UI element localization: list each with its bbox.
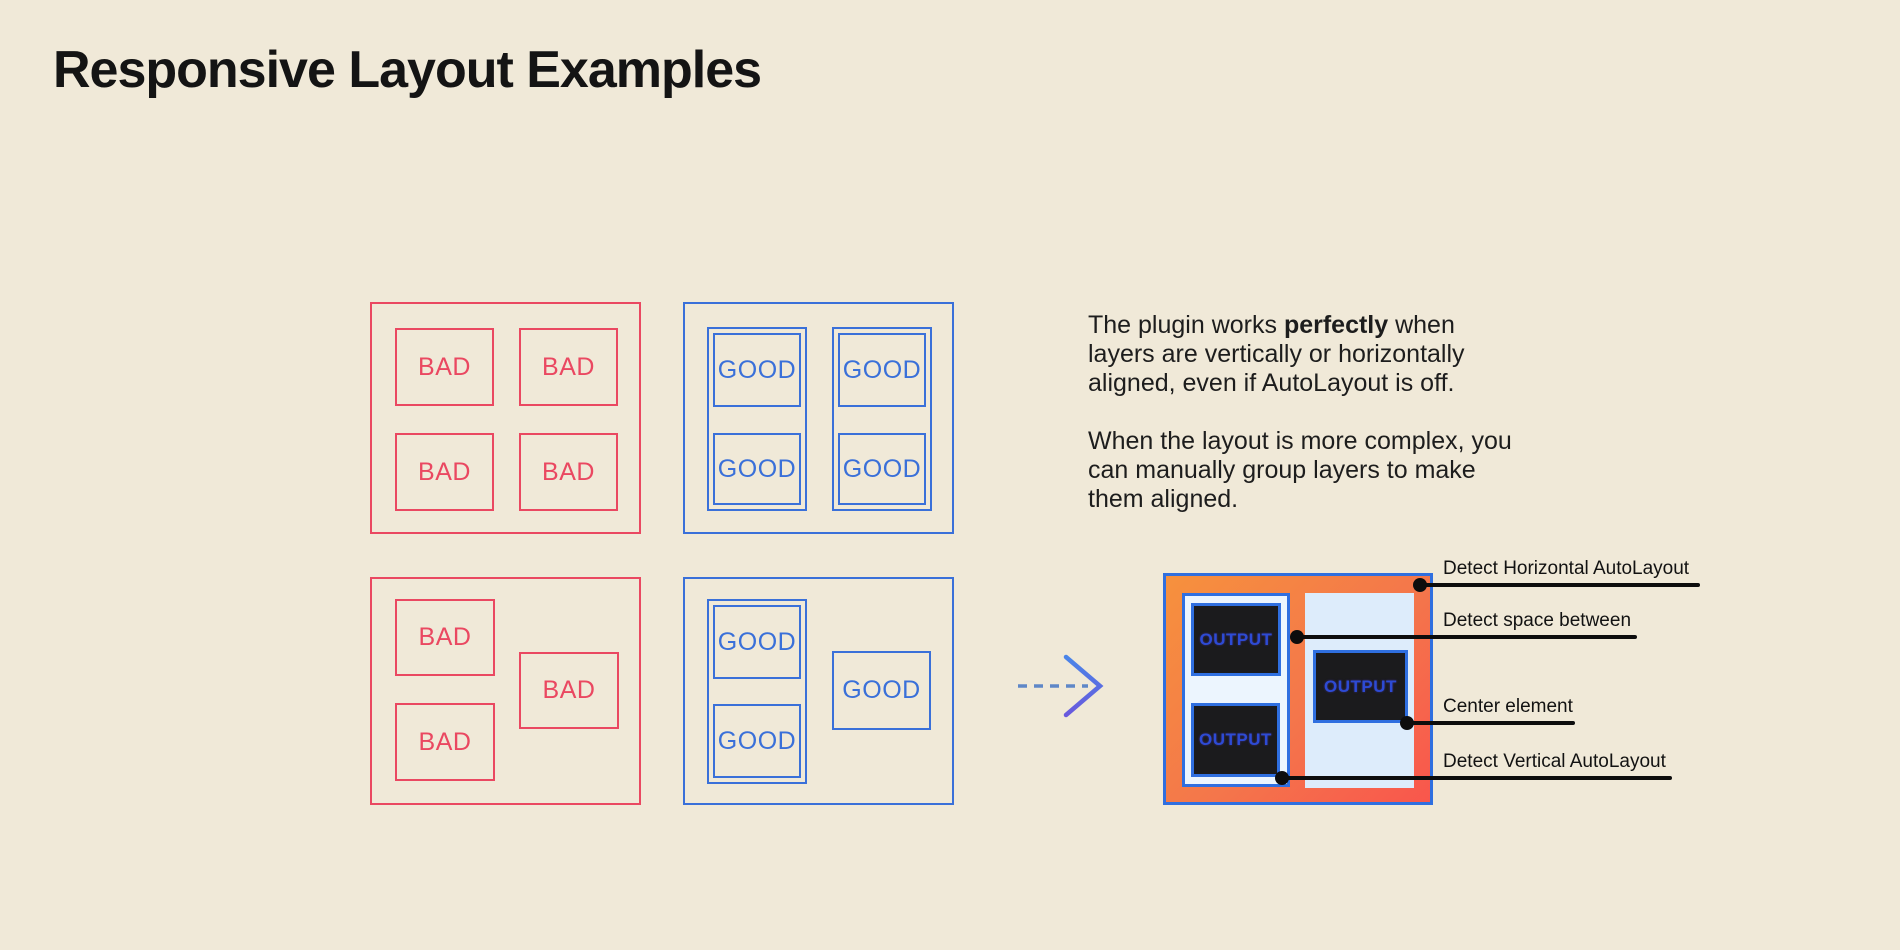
annotation-center-element: Center element bbox=[1443, 696, 1573, 717]
annotation-connector-line bbox=[1297, 635, 1637, 639]
bad-grid-example-frame: BAD BAD BAD BAD bbox=[370, 302, 641, 534]
annotation-connector-line bbox=[1407, 721, 1575, 725]
output-box: OUTPUT bbox=[1313, 650, 1408, 723]
description-line: aligned, even if AutoLayout is off. bbox=[1088, 369, 1455, 397]
bad-box: BAD bbox=[395, 599, 495, 676]
good-box: GOOD bbox=[832, 651, 931, 730]
annotation-detect-vertical-autolayout: Detect Vertical AutoLayout bbox=[1443, 751, 1666, 772]
vertical-autolayout-panel: OUTPUT OUTPUT bbox=[1182, 593, 1290, 787]
page-title: Responsive Layout Examples bbox=[53, 41, 762, 99]
bad-box: BAD bbox=[519, 652, 619, 729]
good-box: GOOD bbox=[713, 605, 801, 679]
bad-box: BAD bbox=[395, 328, 494, 406]
description-line: When the layout is more complex, you bbox=[1088, 427, 1512, 455]
good-box: GOOD bbox=[838, 433, 926, 505]
bad-box: BAD bbox=[519, 433, 618, 511]
annotation-detect-space-between: Detect space between bbox=[1443, 610, 1632, 631]
annotation-dot bbox=[1290, 630, 1304, 644]
annotation-dot bbox=[1413, 578, 1427, 592]
arrow-icon bbox=[1018, 654, 1104, 718]
good-box: GOOD bbox=[713, 333, 801, 407]
annotation-dot bbox=[1275, 771, 1289, 785]
description-line: can manually group layers to make bbox=[1088, 456, 1476, 484]
annotation-connector-line bbox=[1420, 583, 1700, 587]
good-box: GOOD bbox=[713, 704, 801, 778]
good-grouped-example-frame: GOOD GOOD GOOD bbox=[683, 577, 954, 805]
good-group: GOOD GOOD bbox=[832, 327, 932, 511]
annotation-connector-line bbox=[1282, 776, 1672, 780]
plugin-output-illustration: OUTPUT OUTPUT OUTPUT bbox=[1163, 573, 1433, 805]
bad-freeform-example-frame: BAD BAD BAD bbox=[370, 577, 641, 805]
description-line: layers are vertically or horizontally bbox=[1088, 340, 1465, 368]
good-group: GOOD GOOD bbox=[707, 599, 807, 784]
bad-box: BAD bbox=[395, 703, 495, 781]
annotation-dot bbox=[1400, 716, 1414, 730]
description-line bbox=[1088, 398, 1568, 427]
good-group: GOOD GOOD bbox=[707, 327, 807, 511]
good-box: GOOD bbox=[713, 433, 801, 505]
good-box: GOOD bbox=[838, 333, 926, 407]
annotation-detect-horizontal-autolayout: Detect Horizontal AutoLayout bbox=[1443, 558, 1690, 579]
description-line: The plugin works perfectly when bbox=[1088, 311, 1455, 339]
output-box: OUTPUT bbox=[1191, 603, 1281, 676]
output-box: OUTPUT bbox=[1191, 703, 1280, 777]
center-element-panel: OUTPUT bbox=[1305, 593, 1414, 788]
bad-box: BAD bbox=[519, 328, 618, 406]
description-line: them aligned. bbox=[1088, 485, 1239, 513]
bad-box: BAD bbox=[395, 433, 494, 511]
good-grid-example-frame: GOOD GOOD GOOD GOOD bbox=[683, 302, 954, 534]
